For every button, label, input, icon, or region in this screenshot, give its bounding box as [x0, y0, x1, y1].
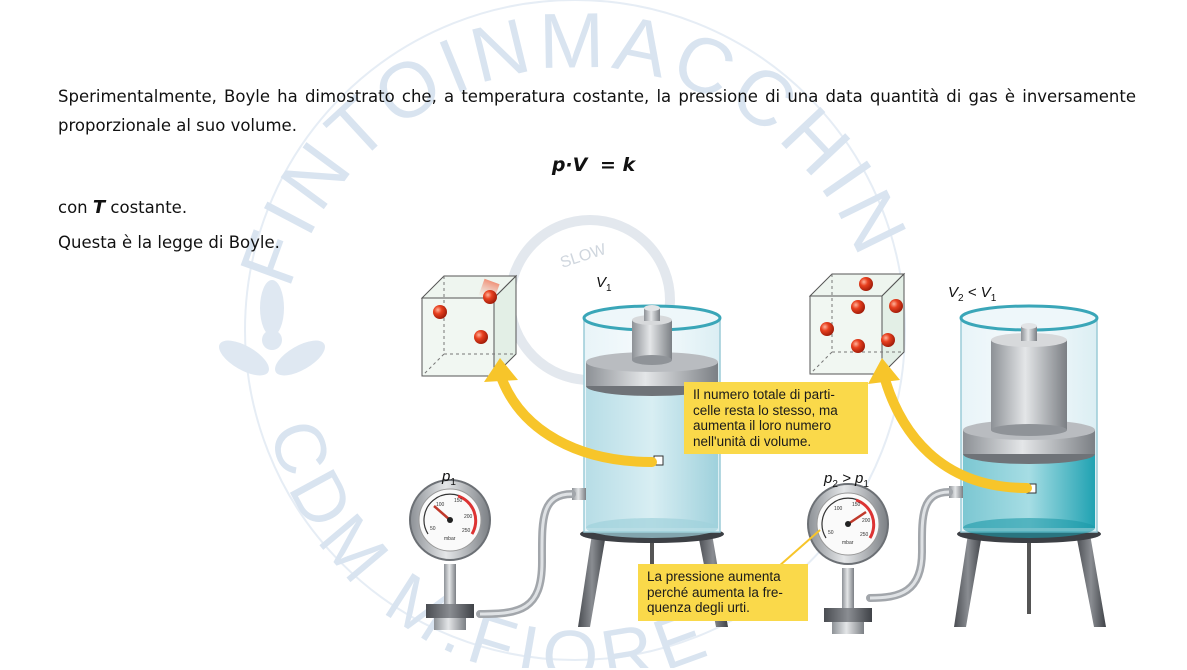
callout-particles: Il numero totale di parti- celle resta l… — [684, 382, 868, 454]
svg-text:mbar: mbar — [444, 536, 456, 542]
arrow-left — [495, 369, 657, 467]
callout-pressure: La pressione aumenta perché aumenta la f… — [638, 564, 808, 621]
particle-cube-right — [808, 272, 906, 376]
formula-lhs: p·V — [551, 154, 588, 176]
label-p2: p2 > p1 — [824, 470, 869, 490]
pressure-gauge-left: 50 100 150 200 250 mbar — [409, 479, 491, 630]
svg-text:150: 150 — [852, 502, 861, 508]
illustration-drawing: 50 100 150 200 250 mbar — [409, 272, 1106, 634]
condition-line: con T costante. — [58, 197, 187, 218]
condition-suffix: costante. — [105, 198, 188, 217]
formula-rhs: = k — [599, 154, 636, 176]
stand-right — [954, 525, 1106, 627]
propeller-icon — [219, 280, 325, 376]
arrow-right — [879, 371, 1032, 493]
law-sentence: Questa è la legge di Boyle. — [58, 233, 280, 252]
particle-cube-left — [420, 274, 518, 378]
svg-text:200: 200 — [862, 518, 871, 524]
svg-text:50: 50 — [828, 530, 834, 536]
svg-text:250: 250 — [462, 528, 471, 534]
pressure-gauge-right: 50 100 150 200 250 mbar — [807, 483, 889, 634]
svg-text:150: 150 — [454, 498, 463, 504]
boyle-formula: p·V = k — [0, 154, 1187, 176]
condition-variable: T — [92, 197, 106, 218]
label-p1: p1 — [442, 468, 456, 488]
condition-prefix: con — [58, 198, 93, 217]
label-v1: V1 — [596, 274, 612, 294]
boyle-illustration: 50 100 150 200 250 mbar — [400, 262, 1130, 666]
intro-paragraph: Sperimentalmente, Boyle ha dimostrato ch… — [58, 87, 1136, 135]
svg-text:250: 250 — [860, 532, 869, 538]
svg-text:100: 100 — [436, 502, 445, 508]
cylinder-right — [949, 304, 1099, 538]
label-v2: V2 < V1 — [948, 284, 997, 304]
svg-text:200: 200 — [464, 514, 473, 520]
hose-left — [476, 490, 576, 618]
svg-text:100: 100 — [834, 506, 843, 512]
svg-text:mbar: mbar — [842, 540, 854, 546]
svg-text:50: 50 — [430, 526, 436, 532]
